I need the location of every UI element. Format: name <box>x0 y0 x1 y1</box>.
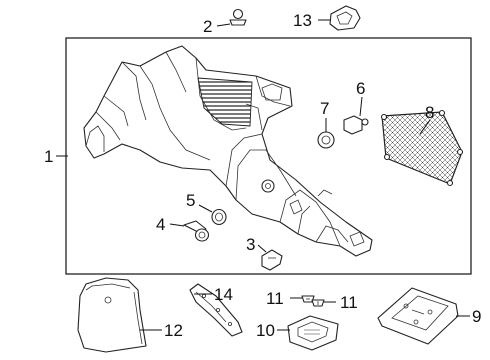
callout-13: 13 <box>293 11 312 30</box>
side-panel <box>77 277 147 353</box>
grommet <box>329 5 361 31</box>
cargo-net <box>380 109 464 187</box>
bracket-strip <box>189 283 243 337</box>
callout-numbers: 1 2 13 5 4 3 7 6 8 9 10 11 11 12 14 <box>44 11 481 340</box>
callout-6: 6 <box>356 79 365 98</box>
plug-grommet <box>211 208 227 226</box>
round-bumper <box>317 131 335 149</box>
callout-4: 4 <box>156 215 165 234</box>
leader-lines <box>56 19 470 331</box>
callout-11-right: 11 <box>340 293 358 312</box>
clip-fastener <box>343 115 369 135</box>
callout-3: 3 <box>246 235 255 254</box>
callout-12: 12 <box>164 321 183 340</box>
callout-14: 14 <box>214 285 233 304</box>
bolt <box>183 220 210 242</box>
tray-pad <box>287 315 339 351</box>
push-pin-clip <box>229 8 247 26</box>
quarter-trim-panel <box>83 45 373 257</box>
callout-1: 1 <box>44 147 53 166</box>
callout-2: 2 <box>203 17 212 36</box>
floor-plate <box>377 287 459 345</box>
callout-5: 5 <box>186 191 195 210</box>
screw-left <box>301 295 315 303</box>
callout-10: 10 <box>256 321 275 340</box>
vent-grille <box>197 77 253 127</box>
clip-bracket <box>261 249 283 271</box>
callout-8: 8 <box>425 103 434 122</box>
callout-9: 9 <box>472 307 481 326</box>
screw-right <box>311 299 325 307</box>
callout-7: 7 <box>320 99 329 118</box>
callout-11-left: 11 <box>266 289 284 308</box>
